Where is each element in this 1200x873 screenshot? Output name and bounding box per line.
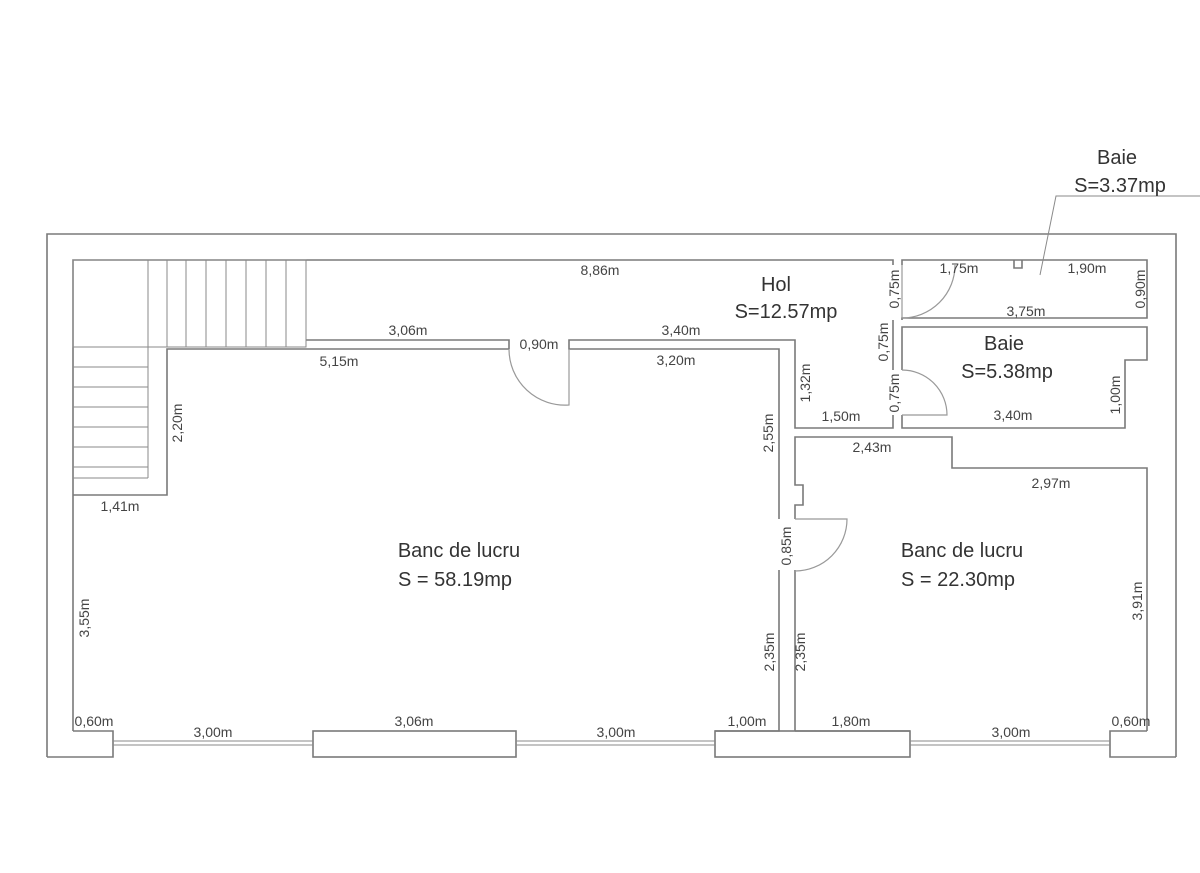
dim-label: 5,15m (320, 353, 359, 369)
door-swing (794, 518, 848, 572)
room-name-baie-large: Baie (984, 333, 1024, 355)
staircase (72, 259, 307, 479)
room-area-hol: S=12.57mp (735, 301, 838, 323)
dim-label: 3,55m (76, 599, 92, 638)
door-swing (508, 348, 570, 406)
room-name-banc-large: Banc de lucru (398, 540, 520, 562)
dim-label: 0,75m (886, 374, 902, 413)
dim-label: 0,60m (75, 713, 114, 729)
dim-label: 0,85m (778, 527, 794, 566)
dim-label: 0,90m (520, 336, 559, 352)
dim-label: 0,90m (1132, 270, 1148, 309)
room-area-banc-large: S = 58.19mp (398, 569, 512, 591)
dim-label: 1,75m (940, 260, 979, 276)
dim-label: 1,41m (101, 498, 140, 514)
dim-label: 2,20m (169, 404, 185, 443)
room-name-banc-small: Banc de lucru (901, 540, 1023, 562)
inner-walls (72, 259, 1148, 732)
room-area-banc-small: S = 22.30mp (901, 569, 1015, 591)
dim-label: 1,80m (832, 713, 871, 729)
room-area-baie-large: S=5.38mp (961, 361, 1053, 383)
dim-label: 2,97m (1032, 475, 1071, 491)
room-name-baie-small: Baie (1097, 147, 1137, 169)
dim-label: 1,90m (1068, 260, 1107, 276)
dim-label: 3,00m (992, 724, 1031, 740)
dim-label: 1,00m (728, 713, 767, 729)
dim-label: 3,91m (1129, 582, 1145, 621)
dim-label: 3,40m (994, 407, 1033, 423)
dim-label: 2,35m (761, 633, 777, 672)
dim-label: 3,00m (597, 724, 636, 740)
dim-label: 0,75m (886, 270, 902, 309)
dim-label: 2,35m (792, 633, 808, 672)
room-name-hol: Hol (761, 274, 791, 296)
dim-label: 1,32m (797, 364, 813, 403)
dim-label: 1,00m (1107, 376, 1123, 415)
dimension-labels: 8,86m 3,06m 5,15m 0,90m 3,40m 3,20m 2,20… (75, 260, 1151, 740)
door-swing (901, 369, 948, 416)
door-swing (901, 264, 956, 319)
room-area-baie-small: S=3.37mp (1074, 175, 1166, 197)
dim-label: 1,50m (822, 408, 861, 424)
dim-label: 3,75m (1007, 303, 1046, 319)
dim-label: 2,55m (760, 414, 776, 453)
dim-label: 3,06m (389, 322, 428, 338)
dim-label: 8,86m (581, 262, 620, 278)
dim-label: 3,06m (395, 713, 434, 729)
dim-label: 0,60m (1112, 713, 1151, 729)
dim-label: 0,75m (875, 323, 891, 362)
dim-label: 3,40m (662, 322, 701, 338)
leader-line (1039, 195, 1200, 276)
doors (508, 264, 956, 572)
dim-label: 3,20m (657, 352, 696, 368)
dim-label: 2,43m (853, 439, 892, 455)
dim-label: 3,00m (194, 724, 233, 740)
